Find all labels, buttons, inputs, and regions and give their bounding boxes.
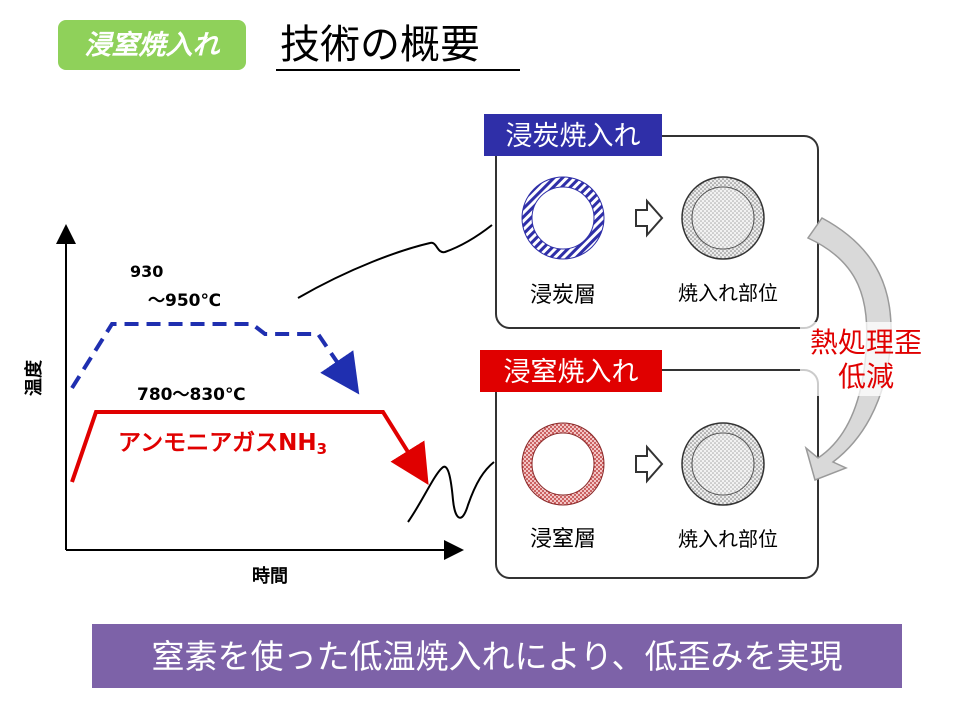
distortion-label-line1: 熱処理歪 xyxy=(810,326,922,359)
x-axis-label: 時間 xyxy=(252,566,288,587)
carburizing-temp-label-line1: 930 xyxy=(130,262,163,281)
nitriding-temperature-profile xyxy=(70,410,429,485)
ammonia-gas-text: アンモニアガスNH xyxy=(118,430,317,456)
nitriding-title-bg xyxy=(480,350,662,392)
badge-label: 浸窒焼入れ xyxy=(85,30,221,61)
nitrided-ring-inner-edge xyxy=(531,432,595,496)
distortion-label-bg xyxy=(800,322,948,396)
page-title: 技術の概要 xyxy=(280,22,480,68)
carburizing-callout-line xyxy=(297,224,493,299)
ammonia-gas-label: アンモニアガスNH3 xyxy=(118,430,327,458)
summary-banner xyxy=(92,624,902,688)
nitriding-transition-arrow xyxy=(635,444,664,484)
carburized-ring-outer-edge xyxy=(521,176,605,260)
nitrided-layer-label: 浸窒層 xyxy=(530,527,596,552)
badge-background xyxy=(58,20,246,70)
nitrided-ring-outer-edge xyxy=(521,422,605,506)
nitriding-temp-label: 780～830℃ xyxy=(137,385,246,405)
distortion-curved-arrow xyxy=(804,217,892,481)
carburizing-title-bg xyxy=(484,114,662,156)
carburizing-hardened-label: 焼入れ部位 xyxy=(678,281,778,305)
nitriding-hardened-core xyxy=(691,432,755,496)
summary-text: 窒素を使った低温焼入れにより、低歪みを実現 xyxy=(151,637,842,676)
carburizing-transition-arrow xyxy=(635,198,664,238)
carburized-layer-ring xyxy=(522,177,604,259)
y-axis-label: 温度 xyxy=(23,359,45,396)
carburized-layer-label: 浸炭層 xyxy=(530,283,596,308)
carburizing-title: 浸炭焼入れ xyxy=(506,121,641,152)
carburizing-hardened-disc xyxy=(681,176,765,260)
distortion-label-line2: 低減 xyxy=(838,360,894,393)
nitriding-hardened-disc xyxy=(681,422,765,506)
ammonia-gas-subscript: 3 xyxy=(317,440,327,458)
nitrided-layer-ring xyxy=(522,423,604,505)
nitriding-title: 浸窒焼入れ xyxy=(504,357,639,388)
carburized-ring-inner-edge xyxy=(531,186,595,250)
carburizing-hardened-core xyxy=(691,186,755,250)
carburizing-temp-label-line2: ～950℃ xyxy=(148,291,221,311)
carburizing-temperature-profile xyxy=(70,322,360,395)
nitriding-hardened-label: 焼入れ部位 xyxy=(678,527,778,551)
nitriding-callout-line xyxy=(407,461,495,523)
